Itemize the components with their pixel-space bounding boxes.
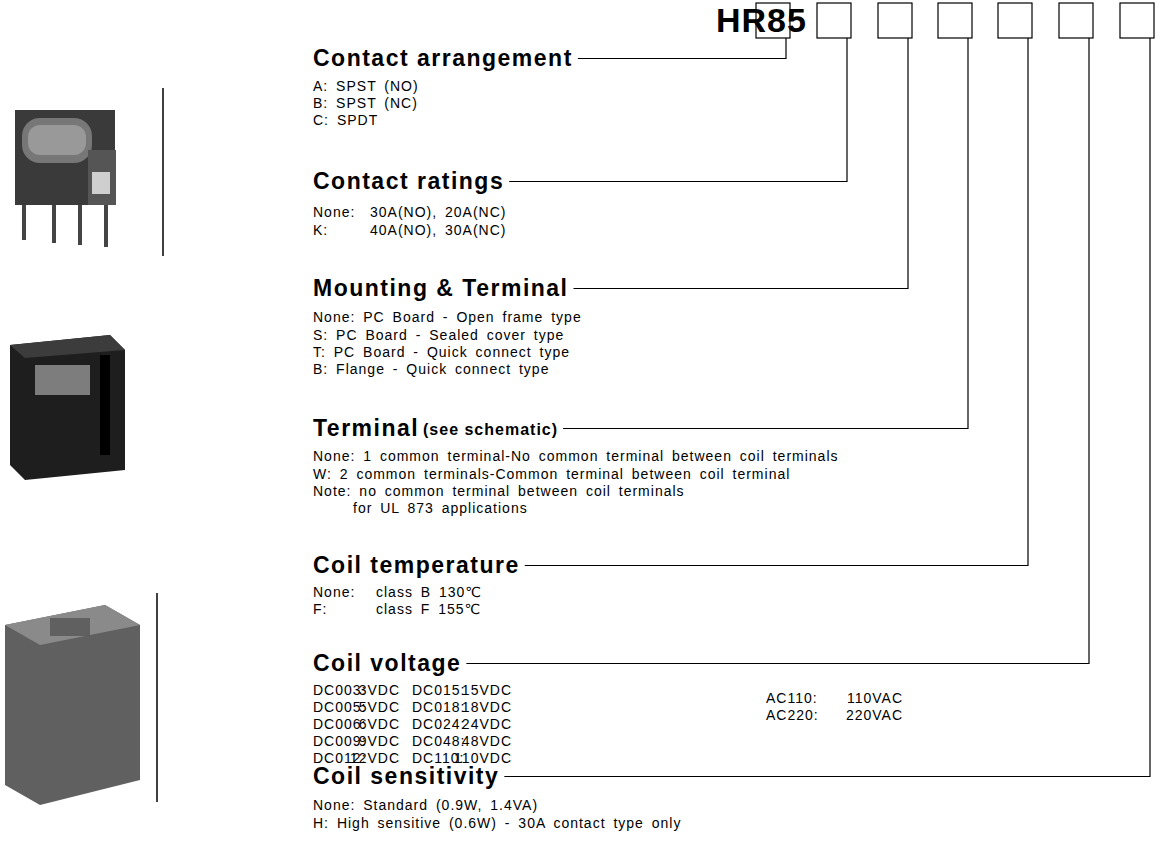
option-text: 110VAC — [847, 690, 903, 706]
option-text: None: 1 common terminal-No common termin… — [313, 448, 839, 464]
option-text: DC005: — [313, 699, 366, 715]
option-text: DC015: — [412, 682, 465, 698]
option-text: 9VDC — [359, 733, 400, 749]
option-text: 30A(NO), 20A(NC) — [370, 204, 506, 220]
option-text: Note: no common terminal between coil te… — [313, 483, 685, 499]
option-text: None: PC Board - Open frame type — [313, 309, 582, 325]
option-text: 48VDC — [462, 733, 512, 749]
option-text: AC220: — [766, 707, 819, 723]
code-boxes — [756, 3, 1154, 38]
option-text: W: 2 common terminals-Common terminal be… — [313, 466, 790, 482]
option-text: H: High sensitive (0.6W) - 30A contact t… — [313, 815, 681, 831]
option-text: K: — [313, 222, 328, 238]
option-text: 5VDC — [359, 699, 400, 715]
option-text: 3VDC — [359, 682, 400, 698]
section-heading: Coil voltage — [313, 650, 461, 676]
option-text: B: SPST (NC) — [313, 95, 418, 111]
option-text: DC003: — [313, 682, 366, 698]
option-text: 18VDC — [462, 699, 512, 715]
option-text: 24VDC — [462, 716, 512, 732]
section-heading: Coil sensitivity — [313, 763, 499, 789]
leader-line — [563, 38, 968, 429]
section-heading: Contact arrangement — [313, 45, 573, 71]
option-text: DC009: — [313, 733, 366, 749]
option-text: B: Flange - Quick connect type — [313, 361, 549, 377]
section-heading: Contact ratings — [313, 168, 504, 194]
section-heading: Mounting & Terminal — [313, 275, 569, 301]
option-text: DC048: — [412, 733, 465, 749]
option-text: for UL 873 applications — [353, 500, 528, 516]
option-text: 40A(NO), 30A(NC) — [370, 222, 506, 238]
option-text: AC110: — [766, 690, 818, 706]
option-text: C: SPDT — [313, 112, 378, 128]
leader-line — [574, 38, 908, 289]
option-text: DC018: — [412, 699, 465, 715]
section-heading: Coil temperature — [313, 552, 520, 578]
option-text: None: Standard (0.9W, 1.4VA) — [313, 797, 538, 813]
leader-line — [578, 38, 786, 59]
relay-photos — [5, 88, 163, 805]
option-text: A: SPST (NO) — [313, 78, 419, 94]
heading-note: (see schematic) — [423, 421, 558, 439]
option-text: 220VAC — [846, 707, 903, 723]
option-text: DC024: — [412, 716, 465, 732]
leader-line — [504, 38, 1150, 777]
option-text: class F 155℃ — [376, 601, 481, 617]
option-text: S: PC Board - Sealed cover type — [313, 327, 564, 343]
option-text: class B 130℃ — [376, 584, 482, 600]
option-text: None: — [313, 584, 355, 600]
option-text: 6VDC — [359, 716, 400, 732]
option-text: DC006: — [313, 716, 366, 732]
part-number: HR85 — [716, 1, 807, 40]
option-text: T: PC Board - Quick connect type — [313, 344, 570, 360]
option-text: 15VDC — [462, 682, 512, 698]
option-text: F: — [313, 601, 327, 617]
section-heading: Terminal — [313, 415, 419, 441]
option-text: None: — [313, 204, 355, 220]
